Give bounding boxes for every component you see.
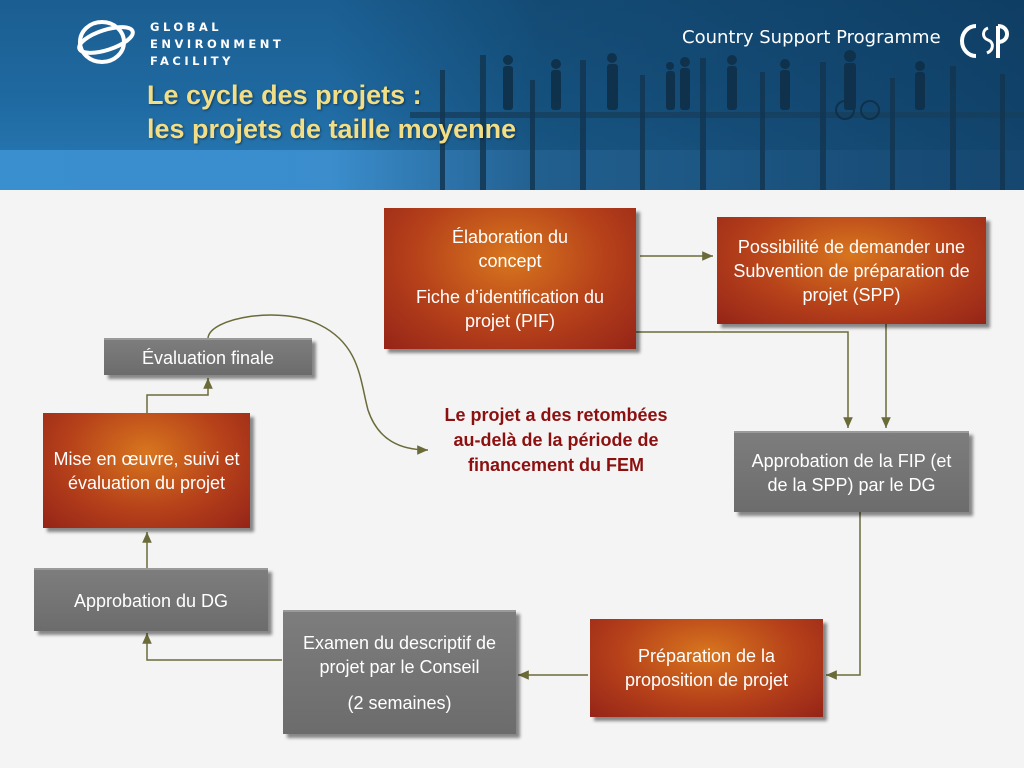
step-dg-approval-box: Approbation du DG bbox=[34, 568, 268, 631]
step-fip-approval-label: Approbation de la FIP (et de la SPP) par… bbox=[751, 450, 952, 495]
step-proposal-label: Préparation de la proposition de projet bbox=[624, 646, 789, 690]
globe-orbit-icon bbox=[77, 20, 135, 64]
step-dg-approval-label: Approbation du DG bbox=[73, 590, 229, 611]
title-line-2: les projets de taille moyenne bbox=[147, 114, 517, 144]
step-council-label: Examen du descriptif de projet par le Co… bbox=[302, 633, 497, 677]
arrow-council-to-dg bbox=[142, 633, 282, 661]
logo-line-environment: ENVIRONMENT bbox=[150, 37, 285, 51]
step-council-duration: (2 semaines) bbox=[347, 693, 452, 713]
step-implementation-box: Mise en œuvre, suivi et évaluation du pr… bbox=[43, 413, 250, 528]
banner-photo-silhouettes bbox=[330, 0, 1024, 190]
step-concept-pif-label: Fiche d’identification du projet (PIF) bbox=[415, 286, 605, 331]
step-proposal-box: Préparation de la proposition de projet bbox=[590, 619, 823, 717]
callout-text: Le projet a des retombées au-delà de la … bbox=[444, 405, 668, 475]
title-line-1: Le cycle des projets : bbox=[147, 80, 422, 110]
arrow-fip-to-proposal bbox=[826, 512, 861, 680]
logo-line-global: GLOBAL bbox=[150, 20, 223, 34]
step-final-evaluation-box: Évaluation finale bbox=[104, 338, 312, 375]
step-spp-label: Possibilité de demander une Subvention d… bbox=[733, 236, 970, 305]
programme-name: Country Support Programme bbox=[682, 27, 941, 48]
logo-line-facility: FACILITY bbox=[150, 54, 234, 68]
step-concept-box: Élaboration du concept Fiche d’identific… bbox=[384, 208, 636, 349]
csp-logo bbox=[960, 24, 1009, 58]
step-spp-box: Possibilité de demander une Subvention d… bbox=[717, 217, 986, 324]
arrow-implementation-to-evaluation bbox=[146, 378, 213, 413]
page-title: Le cycle des projets : les projets de ta… bbox=[147, 78, 516, 146]
step-concept-label: Élaboration du concept bbox=[451, 226, 569, 271]
step-final-evaluation-label: Évaluation finale bbox=[141, 347, 275, 368]
step-council-box: Examen du descriptif de projet par le Co… bbox=[283, 610, 516, 734]
step-implementation-label: Mise en œuvre, suivi et évaluation du pr… bbox=[53, 448, 240, 493]
header-banner: GLOBAL ENVIRONMENT FACILITY Country Supp… bbox=[0, 0, 1024, 190]
step-fip-approval-box: Approbation de la FIP (et de la SPP) par… bbox=[734, 431, 969, 512]
